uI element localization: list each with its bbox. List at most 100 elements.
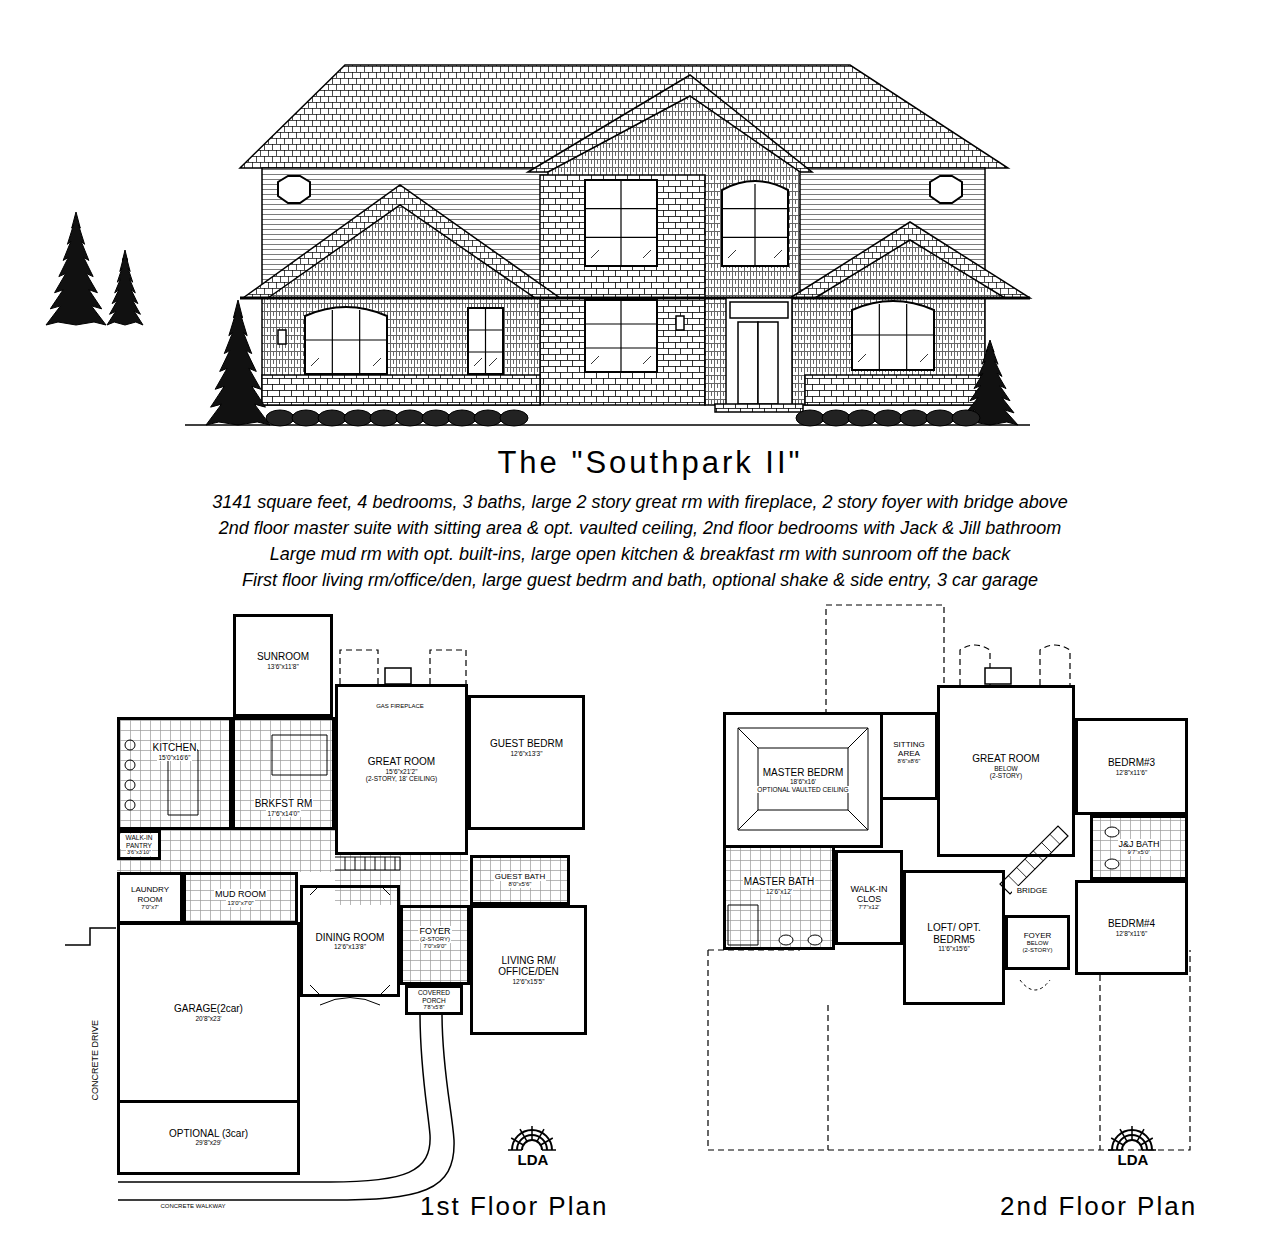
area-label: BRIDGE (1012, 886, 1052, 895)
right-gable-roof (790, 222, 1030, 298)
drive-label: CONCRETE DRIVE (90, 1005, 100, 1115)
room-box: COVERED PORCH7'8"x5'8" (405, 985, 463, 1015)
room-box: WALK-IN PANTRY3'6"x3'10" (117, 830, 161, 860)
room-name: MUD ROOM (214, 889, 267, 899)
shrub (926, 410, 954, 426)
octagon-window (930, 176, 962, 203)
room-dimension: 29'8"x29' (194, 1139, 222, 1146)
window-mullion (722, 184, 788, 266)
logo-arc (522, 1140, 542, 1150)
wall-lamp (676, 316, 684, 330)
porch-roof-outline (708, 950, 1190, 1150)
logo-arc (1122, 1140, 1142, 1150)
glass-glint (591, 356, 651, 364)
room-dimension: (2-STORY) (989, 772, 1023, 779)
plan-name: 2nd Floor Plan (1000, 1192, 1260, 1222)
floor-tile (723, 845, 835, 950)
plan-name: 1st Floor Plan (420, 1192, 680, 1222)
kitchen-table (272, 735, 327, 775)
shrub (422, 410, 450, 426)
room-box: MUD ROOM13'0"x7'0" (183, 872, 298, 924)
logo-ray (1131, 1126, 1133, 1140)
appliance (125, 740, 135, 750)
room-dimension: 20'8"x23' (194, 1015, 222, 1022)
room-name: MASTER BEDRM (762, 767, 845, 779)
room-box: OPTIONAL (3car)29'8"x29' (117, 1100, 300, 1175)
vaulted-ceiling (738, 728, 868, 830)
front-door (758, 322, 778, 404)
room-box: MASTER BEDRM18'6"x16'OPTIONAL VAULTED CE… (723, 712, 883, 848)
room-name: BEDRM#3 (1107, 757, 1156, 769)
shrub (318, 410, 346, 426)
stairs (335, 857, 400, 870)
room-dimension: 15'6"x21'2" (384, 768, 418, 775)
room-dimension: BELOW (1026, 940, 1050, 947)
room-name: GUEST BEDRM (489, 738, 564, 750)
room-dimension: (2-STORY, 18' CEILING) (365, 775, 438, 782)
logo-ray (1141, 1138, 1153, 1145)
floor-tile (183, 872, 298, 924)
room-name: GUEST BATH (494, 872, 546, 881)
door-swing (320, 998, 380, 1006)
room-name: J&J BATH (1118, 839, 1161, 849)
shrub (266, 410, 294, 426)
room-dimension: OPTIONAL VAULTED CEILING (756, 786, 849, 793)
tree (107, 250, 143, 325)
room-box: LIVING RM/ OFFICE/DEN12'6"x15'5" (470, 905, 587, 1035)
logo-text: LDA (505, 1151, 561, 1168)
floor-tile (400, 905, 470, 985)
shrub (292, 410, 320, 426)
room-box: FOYER(2-STORY)7'0"x9'0" (400, 905, 470, 985)
shrub (448, 410, 476, 426)
room-box: GREAT ROOM15'6"x21'2"(2-STORY, 18' CEILI… (335, 684, 468, 855)
room-dimension: 18'6"x16' (789, 778, 817, 785)
logo-ray (531, 1126, 533, 1140)
floor-tile (470, 855, 570, 905)
room-dimension: 7'0"x7' (140, 904, 159, 911)
stair-tread (1050, 834, 1060, 844)
logo-ray (520, 1129, 527, 1141)
logo-ray (1120, 1129, 1127, 1141)
lower-wall-right (705, 298, 985, 405)
tree (46, 212, 106, 325)
room-dimension: 3'6"x3'10" (126, 849, 152, 855)
logo-ray (1137, 1129, 1144, 1141)
description-line: 2nd floor master suite with sitting area… (40, 518, 1240, 539)
window-mullion (585, 180, 657, 266)
drive-edge (65, 928, 116, 945)
room-dimension: 13'0"x7'0" (226, 900, 254, 907)
room-box: GUEST BEDRM12'6"x13'3" (468, 695, 585, 830)
glass-glint (591, 250, 651, 258)
room-dimension: 8'0"x5'6" (508, 881, 533, 888)
floor-tile (117, 717, 335, 872)
front-door-frame (726, 298, 792, 405)
room-dimension: 12'6"x12' (765, 888, 793, 895)
left-gable-wall (268, 205, 535, 298)
logo-text: LDA (1105, 1151, 1161, 1168)
room-name: SITTING AREA (883, 740, 935, 758)
window (305, 307, 387, 374)
room-name: GREAT ROOM (971, 753, 1040, 765)
room-name: DINING ROOM (315, 932, 386, 944)
room-dimension: 12'8"x11'6" (1115, 930, 1149, 937)
shrub (952, 410, 980, 426)
room-box: BEDRM#412'8"x11'6" (1075, 880, 1188, 975)
room-box: GUEST BATH8'0"x5'6" (470, 855, 570, 905)
room-box: KITCHEN15'0"x16'6" (117, 717, 232, 830)
bay-outline (340, 650, 466, 684)
room-name: BEDRM#4 (1107, 918, 1156, 930)
room-box: J&J BATH9'7"x5'0" (1090, 815, 1188, 880)
room-box: WALK-IN CLOS7'7"x12' (835, 850, 903, 945)
room-dimension: 13'6"x11'8" (266, 663, 300, 670)
room-box: FOYERBELOW(2-STORY) (1005, 915, 1070, 970)
room-name: FOYER (418, 926, 451, 936)
shrub (874, 410, 902, 426)
stone-tower (540, 175, 705, 405)
lower-wall-left (262, 298, 540, 405)
shrub (396, 410, 424, 426)
front-step (715, 404, 803, 412)
room-dimension: 9'7"x5'0" (1127, 849, 1152, 856)
room-dimension: 12'8"x11'6" (1115, 769, 1149, 776)
glass-glint (728, 250, 782, 258)
fixture-note: GAS FIREPLACE (360, 703, 440, 710)
